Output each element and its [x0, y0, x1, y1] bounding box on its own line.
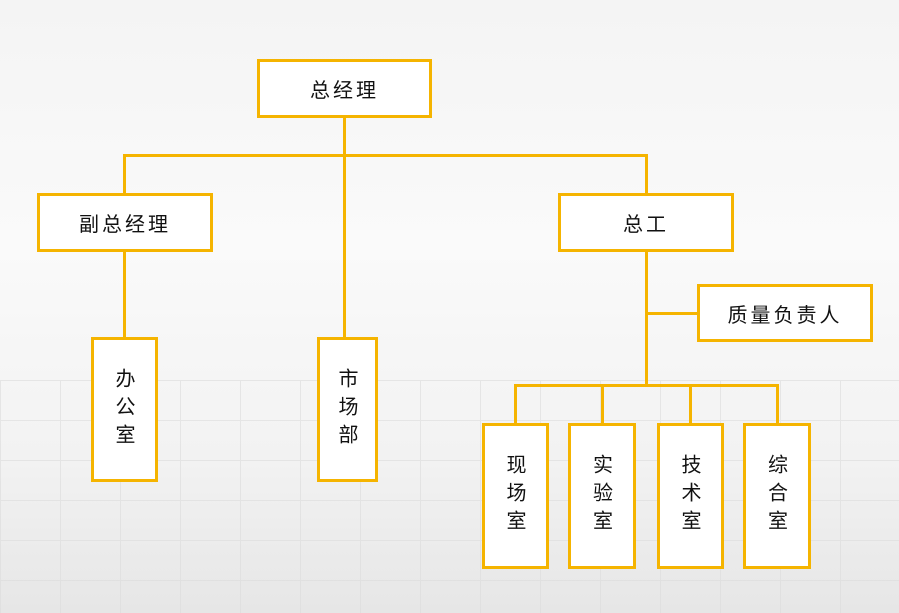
node-label: 市场部: [335, 367, 359, 452]
connector: [645, 312, 698, 315]
node-label: 总工: [623, 212, 669, 236]
node-ceo: 总经理: [257, 59, 432, 118]
connector: [514, 384, 779, 387]
node-market: 市场部: [317, 337, 378, 482]
node-office: 办公室: [91, 337, 158, 482]
node-label: 综合室: [764, 454, 789, 538]
node-label: 实验室: [589, 454, 614, 538]
node-label: 总经理: [310, 78, 379, 102]
node-quality: 质量负责人: [697, 284, 873, 342]
connector: [645, 154, 648, 386]
node-label: 副总经理: [79, 212, 171, 236]
node-lab: 实验室: [568, 423, 636, 569]
connector: [601, 384, 604, 424]
node-chief-engineer: 总工: [558, 193, 734, 252]
node-deputy: 副总经理: [37, 193, 213, 252]
node-label: 技术室: [678, 454, 702, 538]
node-label: 办公室: [112, 367, 136, 452]
node-site: 现场室: [482, 423, 549, 569]
node-label: 质量负责人: [727, 302, 843, 327]
node-label: 现场室: [503, 454, 527, 538]
connector: [343, 117, 346, 337]
connector: [514, 384, 517, 424]
node-tech: 技术室: [657, 423, 724, 569]
node-general: 综合室: [743, 423, 811, 569]
connector: [776, 384, 779, 424]
connector: [689, 384, 692, 424]
connector: [123, 154, 648, 157]
